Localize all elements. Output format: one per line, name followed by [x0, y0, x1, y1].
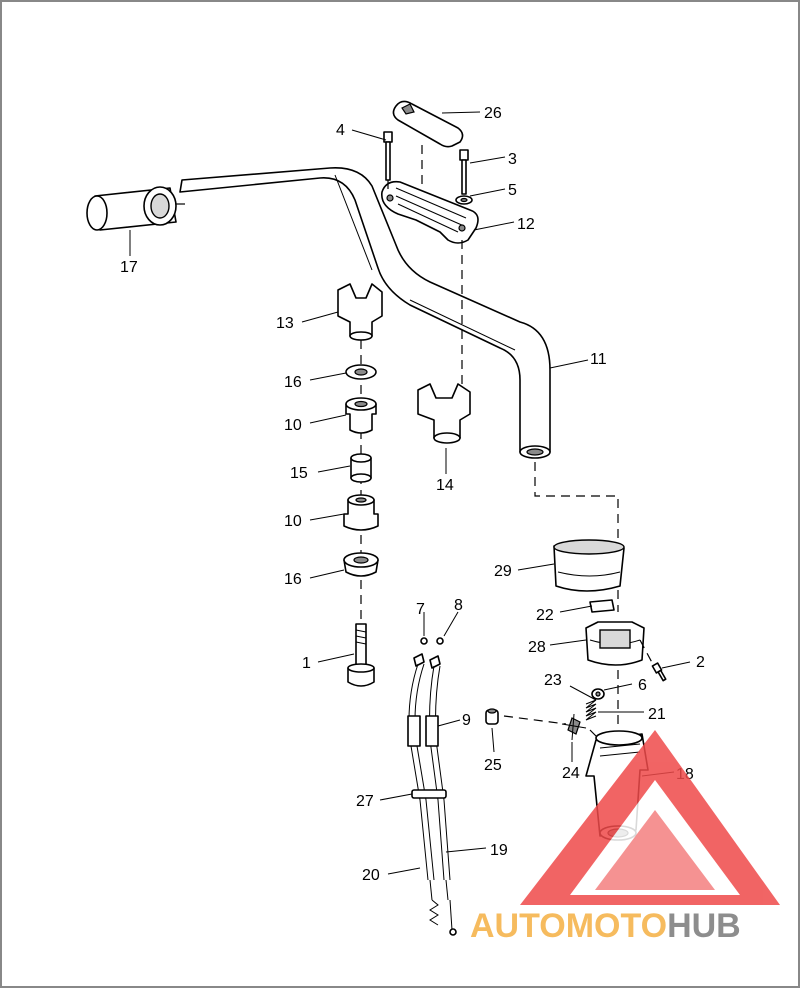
callout-5: 5 — [508, 182, 517, 199]
bolt-part-1 — [347, 623, 375, 687]
assembly-line — [503, 715, 567, 725]
callout-7: 7 — [416, 601, 425, 618]
clamp-part-27 — [411, 789, 447, 799]
throttle-cable-part-19 — [425, 655, 457, 936]
riser-part-13 — [337, 283, 383, 341]
callout-29: 29 — [494, 563, 512, 580]
assembly-line — [639, 639, 657, 671]
o-ring-part-8 — [436, 637, 444, 645]
fitting-part-25 — [485, 708, 499, 725]
callout-20: 20 — [362, 867, 380, 884]
housing-part-29 — [553, 539, 625, 592]
callout-19: 19 — [490, 842, 508, 859]
watermark-text-automoto: AUTOMOTO — [470, 907, 667, 945]
watermark-triangle-mid — [595, 810, 715, 890]
spring-part-21 — [585, 699, 597, 721]
callout-22: 22 — [536, 607, 554, 624]
bushing-part-10-upper — [345, 397, 377, 434]
riser-part-14 — [417, 383, 471, 444]
callout-16-upper: 16 — [284, 374, 302, 391]
callout-13: 13 — [276, 315, 294, 332]
callout-3: 3 — [508, 151, 517, 168]
callout-10-lower: 10 — [284, 513, 302, 530]
callout-27: 27 — [356, 793, 374, 810]
idle-cable-part-20 — [407, 653, 439, 926]
callout-23: 23 — [544, 672, 562, 689]
washer-part-5 — [455, 195, 473, 205]
callout-4: 4 — [336, 122, 345, 139]
assembly-line — [534, 462, 619, 555]
assembly-line — [589, 729, 601, 741]
watermark-logo: AUTOMOTOHUB — [470, 730, 780, 945]
callout-9: 9 — [462, 712, 471, 729]
callout-24: 24 — [562, 765, 580, 782]
callout-11: 11 — [590, 351, 607, 368]
callout-15: 15 — [290, 465, 308, 482]
clip-part-24 — [561, 713, 587, 741]
housing-part-28 — [585, 621, 645, 666]
watermark-text: AUTOMOTOHUB — [470, 907, 741, 945]
callout-16-lower: 16 — [284, 571, 302, 588]
bushing-part-10-lower — [343, 494, 379, 531]
handlebar-part-11 — [179, 167, 551, 459]
washer-part-6 — [591, 688, 605, 700]
callout-2: 2 — [696, 654, 705, 671]
callout-12: 12 — [517, 216, 535, 233]
callout-8: 8 — [454, 597, 463, 614]
callout-6: 6 — [638, 677, 647, 694]
callout-26: 26 — [484, 105, 502, 122]
screw-part-2 — [651, 662, 667, 682]
callout-25: 25 — [484, 757, 502, 774]
callout-17: 17 — [120, 259, 138, 276]
screw-part-3 — [459, 149, 469, 195]
leader-lines — [129, 111, 691, 875]
screw-part-4 — [383, 131, 393, 181]
washer-part-16-lower — [343, 552, 379, 577]
o-ring-part-7 — [420, 637, 428, 645]
washer-part-16-upper — [345, 364, 377, 380]
ferrule-part-22 — [589, 599, 615, 613]
callout-14: 14 — [436, 477, 454, 494]
callout-21: 21 — [648, 706, 666, 723]
assembly-line — [569, 685, 597, 701]
callout-labels: 4 26 3 5 12 17 13 11 16 10 14 15 10 16 2… — [120, 105, 705, 884]
cover-part-26 — [392, 100, 464, 148]
sleeve-part-15 — [350, 453, 372, 483]
callout-28: 28 — [528, 639, 546, 656]
callout-1: 1 — [302, 655, 311, 672]
callout-10-upper: 10 — [284, 417, 302, 434]
left-grip-part-17 — [86, 186, 177, 231]
top-clamp-part-12 — [381, 180, 479, 244]
watermark-text-hub: HUB — [667, 907, 741, 945]
